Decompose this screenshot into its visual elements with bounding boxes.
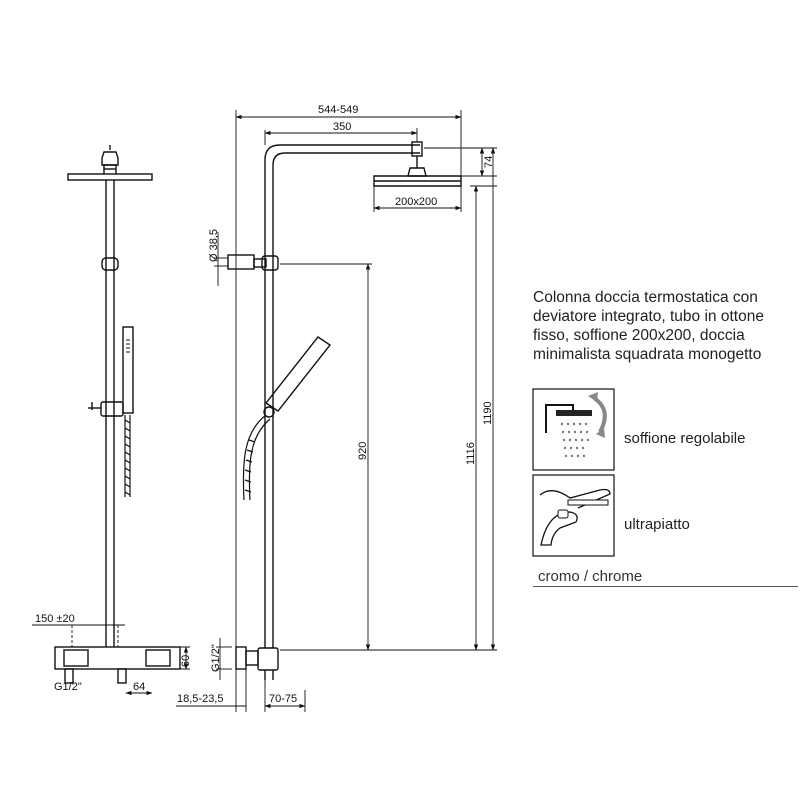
dim-height-1116: 1116 <box>465 442 477 465</box>
description-line: minimalista squadrata monogetto <box>533 346 762 363</box>
product-description: Colonna doccia termostatica con deviator… <box>533 288 795 364</box>
side-shower-head <box>373 175 462 187</box>
front-slider <box>88 401 124 417</box>
side-hand-shower <box>263 336 332 418</box>
dim-head-drop: 74 <box>483 156 495 168</box>
finish-divider <box>533 586 798 587</box>
dim-mixer-depth: 64 <box>133 681 145 693</box>
side-wall-bracket <box>227 254 279 271</box>
dim-side-offset-a: 18,5-23,5 <box>177 693 223 705</box>
front-top-connector <box>101 145 119 170</box>
front-dim-lines <box>32 624 190 696</box>
front-shower-head <box>67 169 153 181</box>
front-thermostatic-mixer <box>54 645 181 684</box>
dim-wall-offset: 150 ±20 <box>35 613 75 625</box>
dim-mixer-height: 60 <box>180 655 192 667</box>
front-hose <box>124 415 131 497</box>
dim-inlet-side: G1/2" <box>210 644 222 672</box>
dim-inlet-left: G1/2" <box>54 681 82 693</box>
dim-height-920: 920 <box>357 442 369 460</box>
feature-label-adjustable: soffione regolabile <box>624 430 746 447</box>
ultraflat-head-icon <box>532 474 615 557</box>
description-line: deviatore integrato, tubo in ottone <box>533 308 764 325</box>
feature-label-ultraflat: ultrapiatto <box>624 516 690 533</box>
description-line: fisso, soffione 200x200, doccia <box>533 327 745 344</box>
dim-arm-length: 350 <box>333 121 351 133</box>
finish-label: cromo / chrome <box>538 568 643 585</box>
dim-height-1190: 1190 <box>482 401 494 425</box>
description-line: Colonna doccia termostatica con <box>533 289 758 306</box>
dim-total-width: 544-549 <box>318 104 358 116</box>
front-hand-shower <box>122 326 134 414</box>
side-riser-and-arm <box>264 141 427 648</box>
side-dim-lines <box>176 110 497 712</box>
dim-side-offset-b: 70-75 <box>269 693 297 705</box>
side-mixer <box>235 646 279 680</box>
dim-head-size: 200x200 <box>395 196 437 208</box>
dim-bar-diameter: Ø 38,5 <box>208 229 220 262</box>
side-hose <box>242 414 271 501</box>
front-riser-bar <box>105 180 115 645</box>
side-view <box>176 110 497 712</box>
front-wall-clamp <box>101 257 119 271</box>
adjustable-head-icon <box>532 388 615 471</box>
front-view <box>32 145 190 696</box>
dimension-labels: 544-549 350 200x200 74 1190 1116 920 Ø 3… <box>35 104 495 705</box>
